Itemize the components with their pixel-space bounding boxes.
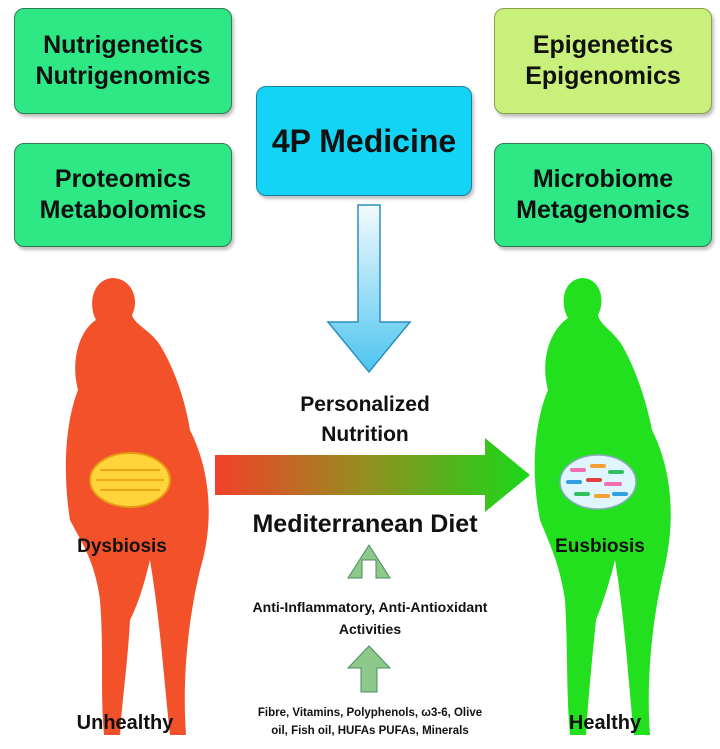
dysbiosis-gut-icon xyxy=(89,452,171,508)
box-nutrigenetics: Nutrigenetics Nutrigenomics xyxy=(14,8,232,114)
box-title: 4P Medicine xyxy=(271,122,457,159)
label-line: Anti-Inflammatory, Anti-Antioxidant xyxy=(252,599,488,615)
box-line: Epigenetics xyxy=(532,31,674,59)
dysbiosis-label: Dysbiosis xyxy=(77,536,167,557)
label-line: oil, Fish oil, HUFAs PUFAs, Minerals xyxy=(271,725,469,737)
label-line: Nutrition xyxy=(321,423,409,446)
progress-arrow xyxy=(215,438,530,512)
box-line: Metabolomics xyxy=(39,196,207,224)
nutrients-label: Fibre, Vitamins, Polyphenols, ω3-6, Oliv… xyxy=(210,704,530,740)
box-line: Microbiome xyxy=(532,165,674,193)
label-line: Personalized xyxy=(300,393,430,416)
mediterranean-diet-label: Mediterranean Diet xyxy=(252,510,478,538)
label-line: Fibre, Vitamins, Polyphenols, ω3-6, Oliv… xyxy=(257,707,483,719)
box-line: Epigenomics xyxy=(525,62,681,90)
box-line: Metagenomics xyxy=(516,196,690,224)
eubiosis-label: Eusbiosis xyxy=(555,536,645,557)
label-line: Activities xyxy=(338,621,402,637)
box-microbiome: Microbiome Metagenomics xyxy=(494,143,712,247)
box-epigenetics: Epigenetics Epigenomics xyxy=(494,8,712,114)
eubiosis-gut-icon xyxy=(559,454,637,510)
up-arrow-diet xyxy=(347,544,391,579)
healthy-label: Healthy xyxy=(568,712,642,734)
personalized-nutrition-label: Personalized Nutrition xyxy=(230,390,500,450)
box-line: Nutrigenetics xyxy=(43,31,203,59)
box-line: Proteomics xyxy=(54,165,192,193)
box-proteomics: Proteomics Metabolomics xyxy=(14,143,232,247)
unhealthy-label: Unhealthy xyxy=(76,712,174,734)
box-4p-medicine: 4P Medicine xyxy=(256,86,472,196)
box-line: Nutrigenomics xyxy=(35,62,211,90)
activities-label: Anti-Inflammatory, Anti-Antioxidant Acti… xyxy=(195,596,545,640)
down-arrow xyxy=(326,204,412,374)
up-arrow-nutrients xyxy=(346,645,392,693)
